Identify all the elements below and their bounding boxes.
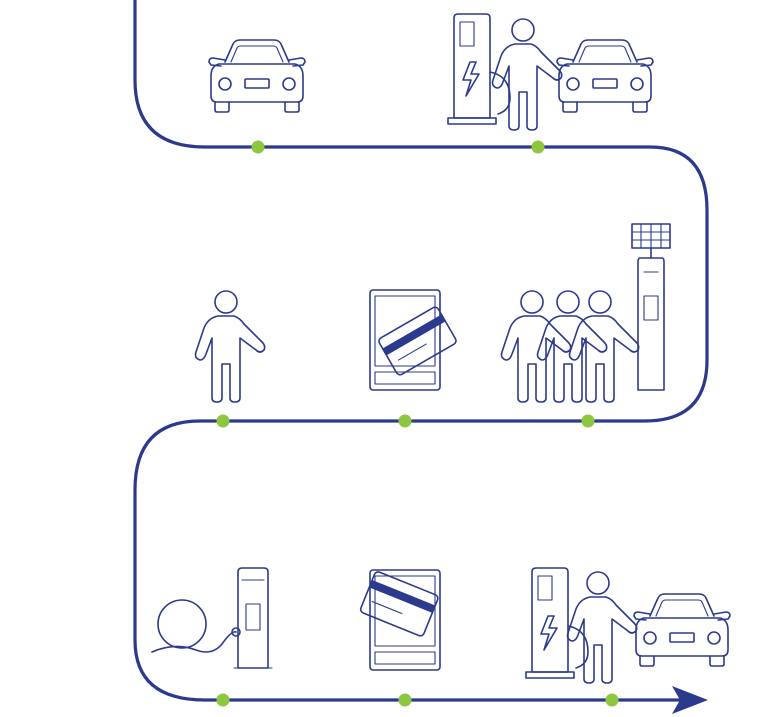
step-dot-6 — [216, 693, 230, 707]
cable-coil-icon — [151, 599, 241, 653]
payment-card-icon — [359, 571, 439, 637]
charging-station-icon — [525, 567, 589, 679]
journey-path — [133, 0, 709, 702]
charging-station-icon — [447, 13, 511, 125]
step-dot-7 — [398, 693, 412, 707]
step-dot-8 — [605, 693, 619, 707]
charger-person-car-icon — [525, 567, 731, 684]
person-icon — [500, 290, 572, 403]
queue-at-solar-charger-icon — [500, 223, 671, 403]
step-dot-2 — [531, 140, 545, 154]
card-reader-icon — [359, 569, 441, 671]
person-icon — [566, 571, 638, 684]
person-icon — [491, 18, 563, 131]
charger-person-car-icon — [447, 13, 654, 131]
car-icon — [208, 39, 306, 113]
payment-card-icon — [378, 306, 457, 376]
car-icon — [556, 39, 654, 113]
car-icon — [633, 593, 731, 667]
step-dot-5 — [581, 414, 595, 428]
journey-arrow-head — [672, 686, 708, 714]
card-reader-icon — [369, 289, 457, 391]
step-dot-3 — [216, 414, 230, 428]
person-waving-icon — [194, 290, 266, 403]
solar-charger-icon — [631, 223, 671, 391]
card-stripe — [382, 314, 446, 356]
step-dot-1 — [251, 140, 265, 154]
charging-post-icon — [233, 567, 273, 669]
step-dot-4 — [398, 414, 412, 428]
person-icon — [568, 290, 640, 403]
card-stripe — [369, 579, 436, 613]
cable-charger-icon — [151, 567, 273, 669]
